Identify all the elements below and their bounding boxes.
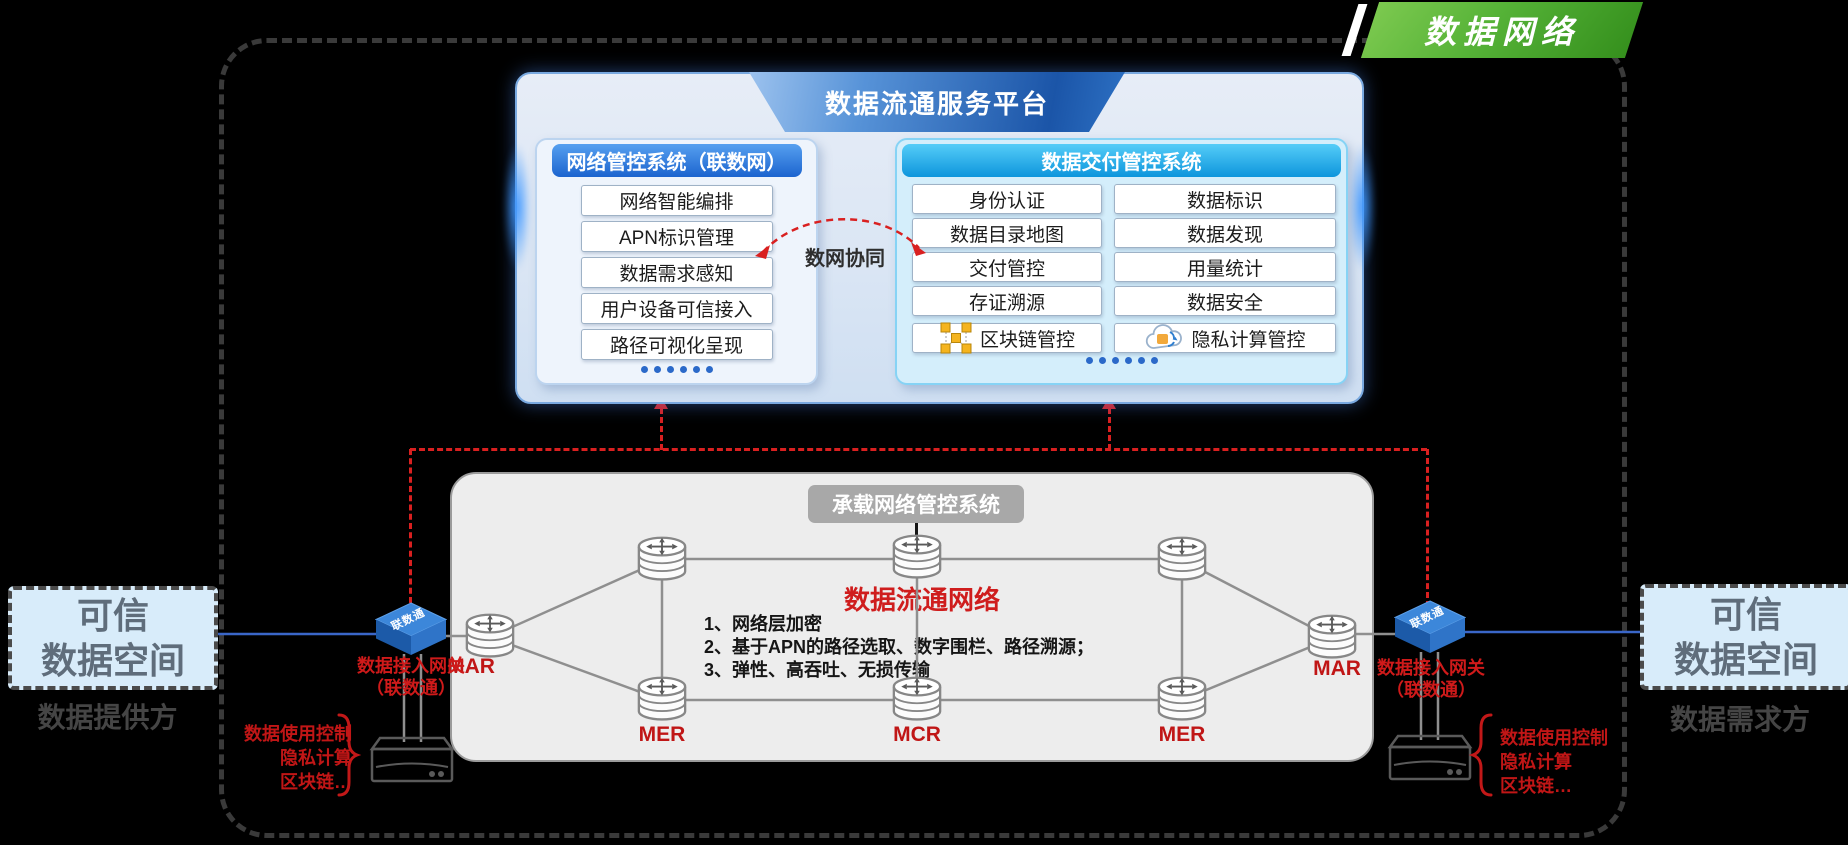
synergy-arrow-icon (755, 218, 926, 259)
blockchain-control-label: 区块链管控 (979, 329, 1075, 351)
red-dashed-up-link-left (660, 408, 663, 450)
platform-title: 数据流通服务平台 (824, 88, 1049, 119)
brace-right-icon (336, 712, 362, 803)
router-icon (634, 675, 690, 730)
network-panel-header: 网络管控系统（联数网） (551, 144, 802, 177)
blockchain-cubes-icon (940, 322, 972, 354)
control-line: 区块链… (280, 772, 352, 792)
delivery-capability-item: 数据发现 (1114, 218, 1336, 248)
carrier-controller-label: 承载网络管控系统 (808, 485, 1024, 523)
access-gateway-left-icon: 联数通 (374, 602, 448, 658)
network-capability-item: APN标识管理 (580, 221, 773, 252)
more-dots (537, 366, 816, 373)
router-label-mer-left: MER (638, 723, 686, 746)
tds-line2: 数据空间 (1673, 639, 1818, 680)
tds-line1: 可信 (1709, 594, 1782, 635)
delivery-management-panel: 数据交付管控系统 身份认证 数据目录地图 交付管控 存证溯源 区块链管控 数据标… (895, 138, 1348, 385)
delivery-panel-title: 数据交付管控系统 (1041, 152, 1202, 174)
data-network-banner: 数据网络 (1360, 2, 1644, 58)
network-feature-list: 1、网络层加密 2、基于APN的路径选取、数字围栏、路径溯源； 3、弹性、高吞吐… (704, 613, 1094, 682)
delivery-capability-item: 交付管控 (912, 252, 1102, 282)
router-icon (462, 612, 518, 667)
network-capability-item: 路径可视化呈现 (580, 329, 773, 360)
delivery-capability-item: 数据安全 (1114, 286, 1336, 316)
feature-line: 1、网络层加密 (704, 614, 823, 634)
control-line: 区块链… (1500, 776, 1572, 796)
network-panel-items: 网络智能编排 APN标识管理 数据需求感知 用户设备可信接入 路径可视化呈现 (537, 185, 816, 360)
gateway-right-label-line1: 数据接入网关 (1377, 658, 1485, 678)
network-capability-item: 网络智能编排 (580, 185, 773, 216)
delivery-capability-item: 用量统计 (1114, 252, 1336, 282)
edge-server-left-icon (366, 734, 458, 793)
delivery-capability-item: 身份认证 (912, 184, 1102, 214)
network-panel-title: 网络管控系统（联数网） (566, 152, 787, 174)
edge-glow-right (1348, 142, 1376, 272)
feature-line: 2、基于APN的路径选取、数字围栏、路径溯源； (704, 637, 1095, 657)
data-provider-caption: 数据提供方 (37, 702, 178, 733)
privacy-computing-label: 隐私计算管控 (1191, 329, 1306, 351)
router-icon (1154, 535, 1210, 590)
delivery-panel-header: 数据交付管控系统 (902, 144, 1341, 177)
control-line: 数据使用控制 (244, 724, 352, 744)
gateway-right-label-line2: （联数通） (1386, 680, 1476, 700)
edge-glow-left (503, 142, 531, 272)
privacy-cloud-icon (1146, 324, 1183, 349)
gateway-left-label-line2: （联数通） (366, 678, 456, 698)
access-gateway-right-icon: 联数通 (1393, 600, 1467, 656)
usage-controls-left: 数据使用控制 隐私计算 区块链… (240, 722, 352, 794)
control-line: 隐私计算 (280, 748, 352, 768)
usage-controls-right: 数据使用控制 隐私计算 区块链… (1500, 726, 1630, 798)
red-dashed-down-link-right (1426, 449, 1429, 607)
edge-server-right-icon (1384, 732, 1476, 791)
blockchain-control-item: 区块链管控 (912, 322, 1102, 354)
router-label-mcr: MCR (893, 723, 941, 746)
carrier-controller-text: 承载网络管控系统 (832, 494, 1000, 517)
circulation-service-platform: 数据流通服务平台 网络管控系统（联数网） 网络智能编排 APN标识管理 数据需求… (503, 72, 1376, 404)
gateway-left-label-line1: 数据接入网关 (357, 656, 465, 676)
data-consumer-caption: 数据需求方 (1669, 704, 1810, 735)
trusted-data-space-right: 可信 数据空间 (1640, 584, 1848, 690)
tds-line2: 数据空间 (40, 640, 185, 681)
router-label-mar-left: MAR (447, 655, 495, 678)
controller-arrow-line (915, 523, 918, 543)
router-icon (889, 533, 945, 588)
privacy-computing-item: 隐私计算管控 (1114, 323, 1336, 353)
router-label-mar-right: MAR (1313, 657, 1361, 680)
red-dashed-up-link-right (1108, 408, 1111, 450)
red-dashed-down-link-left (409, 449, 412, 603)
network-capability-item: 数据需求感知 (580, 257, 773, 288)
router-icon (1154, 675, 1210, 730)
control-line: 数据使用控制 (1500, 728, 1608, 748)
router-label-mer-right: MER (1158, 723, 1206, 746)
more-dots (897, 357, 1346, 364)
red-dashed-horizontal-link (410, 448, 1427, 451)
platform-title-tab: 数据流通服务平台 (749, 72, 1125, 132)
router-icon (889, 675, 945, 730)
control-line: 隐私计算 (1500, 752, 1572, 772)
brace-left-icon (1468, 712, 1494, 803)
delivery-capability-item: 数据标识 (1114, 184, 1336, 214)
tds-line1: 可信 (76, 595, 149, 636)
network-management-panel: 网络管控系统（联数网） 网络智能编排 APN标识管理 数据需求感知 用户设备可信… (535, 138, 818, 385)
router-icon (1304, 613, 1360, 668)
delivery-capability-item: 数据目录地图 (912, 218, 1102, 248)
router-icon (634, 535, 690, 590)
delivery-column-2: 数据标识 数据发现 用量统计 数据安全 隐私计算管控 (1114, 184, 1336, 353)
delivery-capability-item: 存证溯源 (912, 286, 1102, 316)
trusted-data-space-left: 可信 数据空间 (8, 586, 218, 690)
banner-label: 数据网络 (1423, 14, 1580, 50)
delivery-column-1: 身份认证 数据目录地图 交付管控 存证溯源 区块链管控 (912, 184, 1102, 354)
delivery-panel-body: 身份认证 数据目录地图 交付管控 存证溯源 区块链管控 数据标识 数据发现 用量… (897, 177, 1346, 354)
network-capability-item: 用户设备可信接入 (580, 293, 773, 324)
synergy-label: 数网协同 (805, 248, 885, 270)
data-network-boundary (219, 38, 1627, 838)
